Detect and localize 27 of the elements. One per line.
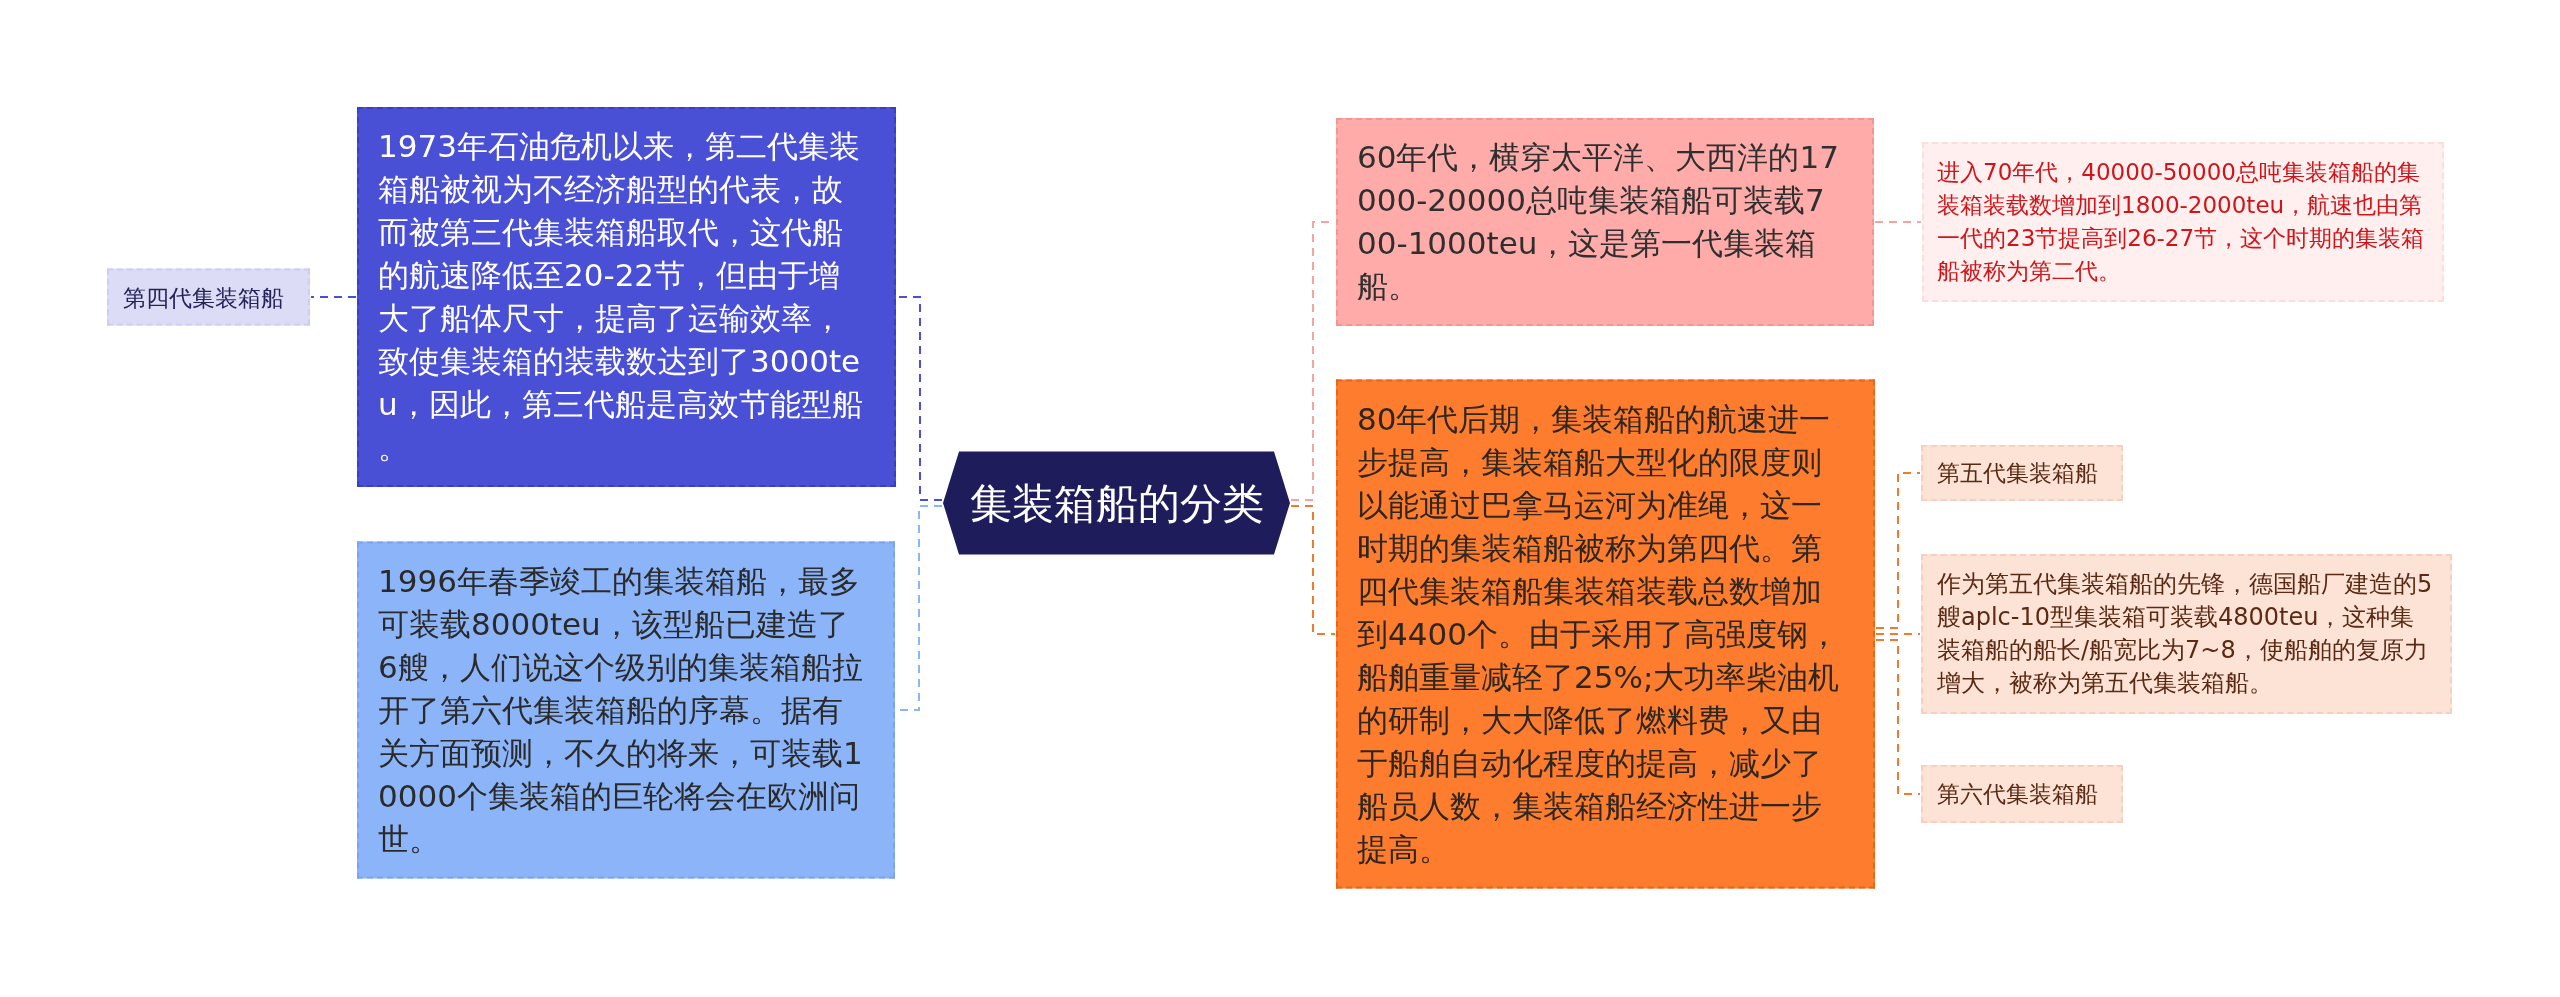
topic-text: 60年代，横穿太平洋、大西洋的17000-20000总吨集装箱船可装载700-1000teu，这是第一代集装箱船。 xyxy=(1357,138,1840,306)
topic-card xyxy=(357,107,896,487)
note-card xyxy=(1921,554,2452,714)
topic-text: 1996年春季竣工的集装箱船，最多可装载8000teu，该型船已建造了6艘，人们说这个级别的集装箱船拉开了第六代集装箱船的序幕。据有关方面预测，不久的将来，可装载10000个集装箱的巨轮将会在欧洲问世。 xyxy=(378,561,863,859)
topic-card xyxy=(1336,379,1875,889)
connector-line xyxy=(1875,472,1921,629)
subtopic-text: 第六代集装箱船 xyxy=(1937,780,2099,809)
topic-title: 集装箱船的分类 xyxy=(969,477,1264,529)
note-text: 进入70年代，40000-50000总吨集装箱船的集装箱装载数增加到1800-2000teu，航速也由第一代的23节提高到26-27节，这个时期的集装箱船被称为第二代。 xyxy=(1937,158,2426,286)
connector-line xyxy=(1875,639,1921,795)
connector-line xyxy=(1290,505,1336,635)
subtopic-text: 第五代集装箱船 xyxy=(1937,459,2099,488)
subtopic-text: 第四代集装箱船 xyxy=(123,283,285,312)
note-text: 作为第五代集装箱船的先锋，德国船厂建造的5艘aplc-10型集装箱可装载4800teu，这种集装箱船的船长/船宽比为7~8，使船舶的复原力增大，被称为第五代集装箱船。 xyxy=(1937,569,2434,699)
note-card xyxy=(1922,142,2444,302)
topic-card xyxy=(1336,118,1874,326)
topic-text: 80年代后期，集装箱船的航速进一步提高，集装箱船大型化的限度则以能通过巴拿马运河为准绳，这一时期的集装箱船被称为第四代。第四代集装箱船集装箱装载总数增加到4400个。由于采用了高强度钢，船舶重量减轻了25%;大功率柴油机的研制，大大降低了燃料费，又由于船舶自动化程度的提高，减少了船员人数，集装箱船经济性进一步提高。 xyxy=(1357,399,1841,869)
connector-line xyxy=(1875,633,1921,635)
subtopic-tag xyxy=(107,268,310,326)
topic-text: 1973年石油危机以来，第二代集装箱船被视为不经济船型的代表，故而被第三代集装箱船取代，这代船的航速降低至20-22节，但由于增大了船体尺寸，提高了运输效率，致使集装箱的装载数达到了3000teu，因此，第三代船是高效节能型船。 xyxy=(378,127,864,467)
connector-line xyxy=(310,296,357,298)
subtopic-tag xyxy=(1921,445,2123,501)
connector-line xyxy=(896,296,943,501)
topic-card xyxy=(357,541,895,879)
subtopic-tag xyxy=(1921,765,2123,823)
connector-line xyxy=(1874,221,1922,223)
central-topic xyxy=(943,451,1290,555)
